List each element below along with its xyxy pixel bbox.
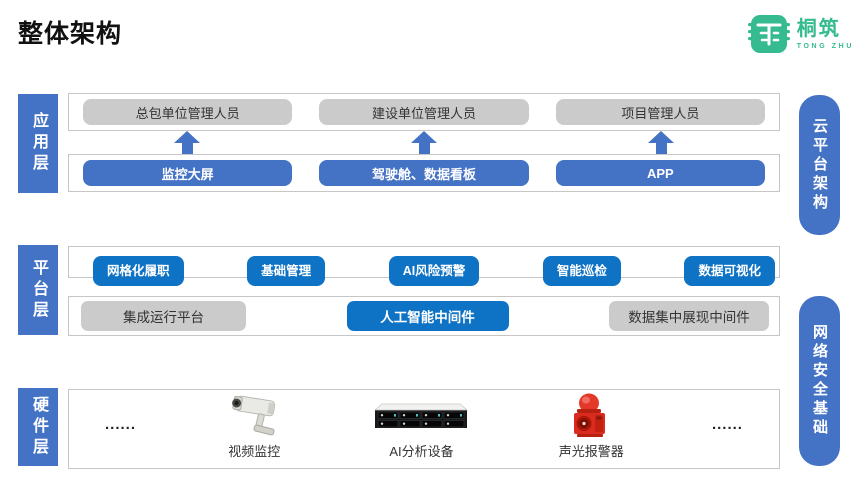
logo-subtitle: TONG ZHU — [796, 42, 854, 50]
brand-logo: 桐筑 TONG ZHU — [747, 13, 854, 55]
app-box: 驾驶舱、数据看板 — [319, 160, 529, 186]
cctv-camera-icon — [232, 395, 276, 435]
ellipsis-left: ...... — [105, 415, 137, 433]
platform-middleware-tray: 集成运行平台 人工智能中间件 数据集中展现中间件 — [68, 296, 780, 336]
capability-pill: AI风险预警 — [388, 256, 480, 286]
middleware-box: 集成运行平台 — [81, 301, 246, 331]
side-label-cloud-platform: 云平台架构 — [799, 95, 840, 235]
user-role-box: 项目管理人员 — [555, 99, 765, 125]
tongzhu-logo-icon — [747, 15, 790, 53]
device-label: 视频监控 — [228, 444, 281, 459]
layer-label-hardware: 硬件层 — [18, 388, 58, 466]
platform-capabilities-tray: 网格化履职 基础管理 AI风险预警 智能巡检 数据可视化 — [68, 246, 780, 286]
app-box: APP — [555, 160, 765, 186]
rack-server-icon — [374, 403, 469, 428]
layer-label-platform: 平台层 — [18, 245, 58, 335]
application-users-tray: 总包单位管理人员 建设单位管理人员 项目管理人员 — [68, 93, 780, 131]
capability-pill: 基础管理 — [247, 256, 326, 286]
capability-pill: 网格化履职 — [93, 256, 184, 286]
device-label: 声光报警器 — [558, 444, 624, 459]
logo-name: 桐筑 — [796, 17, 841, 40]
middleware-box: 人工智能中间件 — [346, 301, 509, 331]
middleware-box: 数据集中展现中间件 — [609, 301, 769, 331]
application-apps-tray: 监控大屏 驾驶舱、数据看板 APP — [68, 154, 780, 192]
arrows-row — [68, 131, 780, 154]
ellipsis-right: ...... — [711, 415, 743, 433]
layer-label-application: 应用层 — [18, 94, 58, 193]
device-video-camera: 视频监控 — [224, 390, 284, 468]
capability-pill: 数据可视化 — [684, 256, 775, 286]
up-arrow-icon — [174, 131, 200, 154]
up-arrow-icon — [648, 131, 674, 154]
device-siren: 声光报警器 — [559, 390, 624, 468]
user-role-box: 总包单位管理人员 — [83, 99, 293, 125]
user-role-box: 建设单位管理人员 — [319, 99, 529, 125]
page-title: 整体架构 — [18, 20, 123, 48]
hardware-tray: ...... 视频监控 — [68, 389, 780, 469]
device-ai-server: AI分析设备 — [372, 390, 470, 468]
side-label-network-security: 网络安全基础 — [799, 296, 840, 466]
up-arrow-icon — [411, 131, 437, 154]
app-box: 监控大屏 — [83, 160, 293, 186]
capability-pill: 智能巡检 — [542, 256, 621, 286]
device-label: AI分析设备 — [389, 444, 454, 459]
siren-icon — [574, 393, 606, 437]
